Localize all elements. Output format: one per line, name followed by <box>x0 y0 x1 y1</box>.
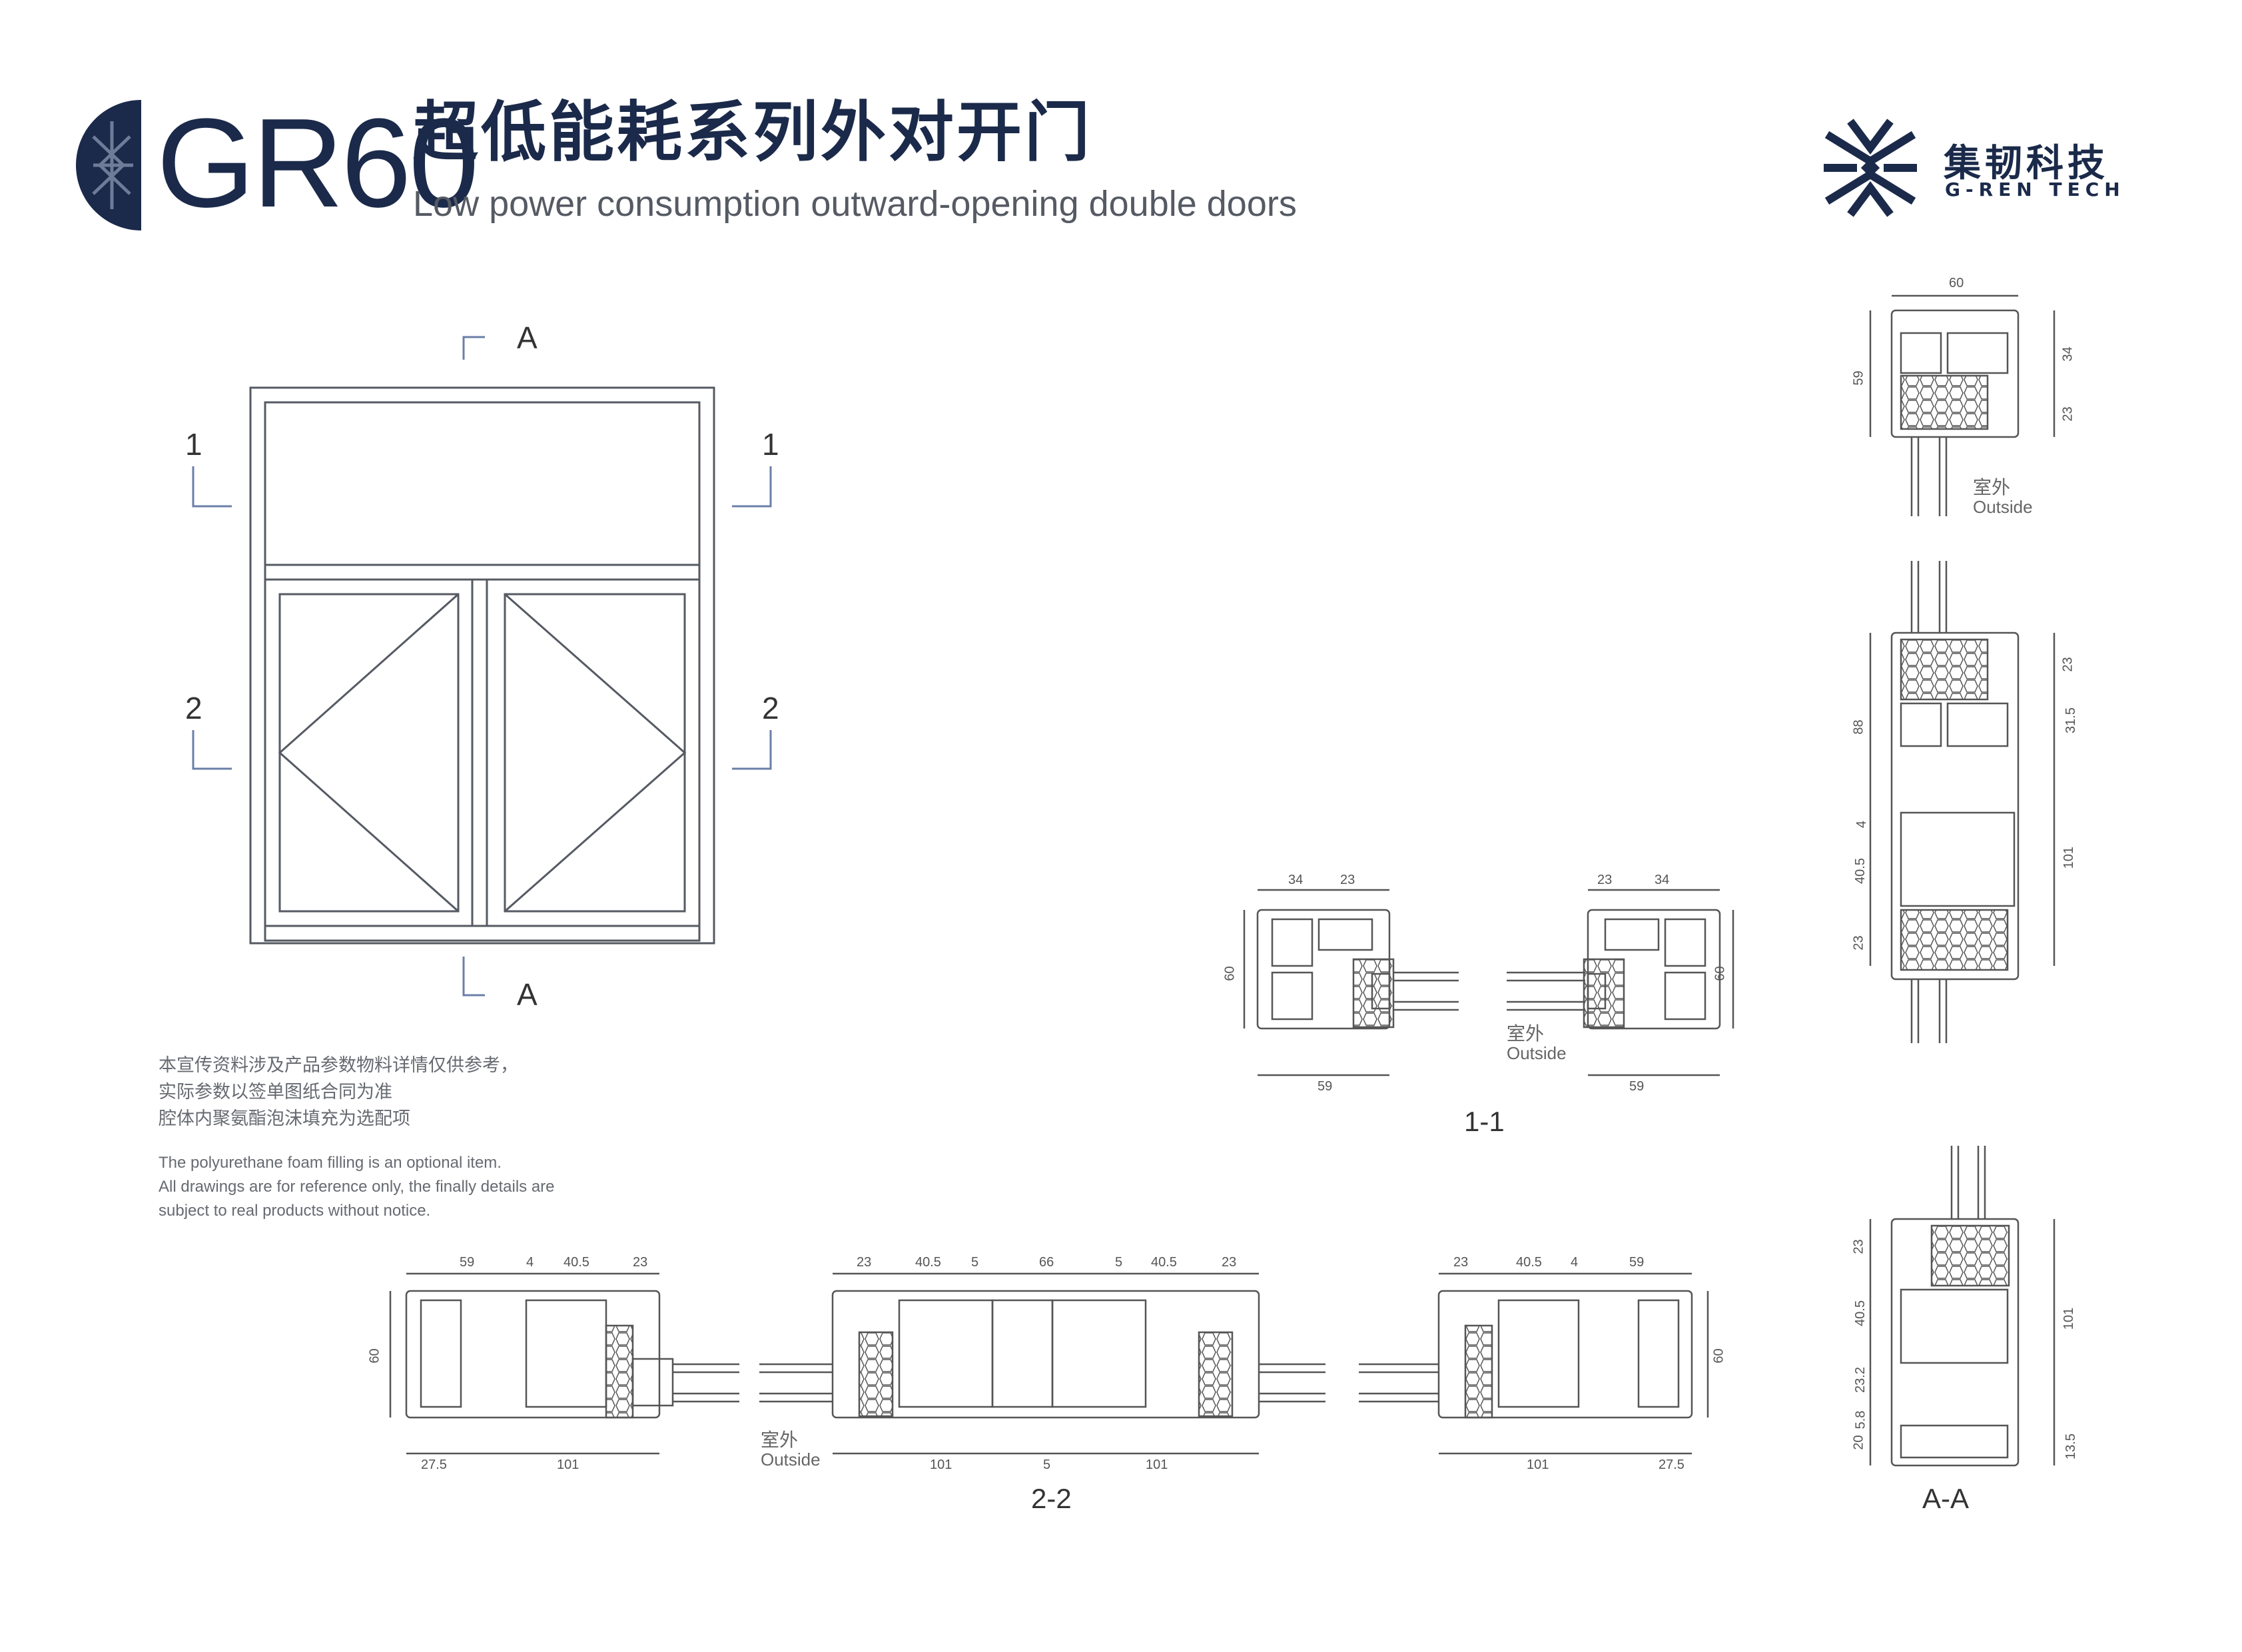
dim-2-2-r-w1: 101 <box>1527 1457 1549 1472</box>
title-cn: 超低能耗系列外对开门 <box>413 95 1093 171</box>
dim-a-a-bot-l4: 5.8 <box>1853 1410 1868 1430</box>
dim-2-2-m-w2: 5 <box>1043 1457 1051 1472</box>
dim-2-2-l-w2: 101 <box>557 1457 579 1472</box>
dim-1-1-l34: 34 <box>1288 873 1304 887</box>
dim-2-2-m-w3: 101 <box>1146 1457 1168 1472</box>
dim-a-a-mid-l2: 4 <box>1854 820 1870 829</box>
note-en-line: subject to real products without notice. <box>159 1202 431 1220</box>
dim-a-a-mid-r2: 31.5 <box>2063 707 2078 733</box>
dim-a-a-mid-l4: 23 <box>1851 935 1866 951</box>
dim-2-2-l-c: 40.5 <box>563 1255 589 1270</box>
dim-1-1-l59: 59 <box>1317 1079 1333 1094</box>
section-label-1-1: 1-1 <box>1464 1106 1505 1137</box>
dim-1-1-l60: 60 <box>1222 966 1238 981</box>
dim-2-2-r-h: 60 <box>1711 1348 1726 1364</box>
brand-name-cn: 集韧科技 <box>1944 142 2109 185</box>
dim-2-2-m-f: 40.5 <box>1151 1255 1177 1270</box>
dim-2-2-m-w1: 101 <box>930 1457 952 1472</box>
dim-a-a-top-w: 60 <box>1949 276 1964 290</box>
dim-a-a-bot-l1: 23 <box>1851 1239 1866 1254</box>
note-cn-line: 实际参数以签单图纸合同为准 <box>159 1082 392 1102</box>
dim-2-2-r-c: 4 <box>1571 1255 1579 1270</box>
section-mark-1-left: 1 <box>185 427 202 462</box>
dim-1-1-r60: 60 <box>1712 966 1728 981</box>
dim-1-1-r23: 23 <box>1597 873 1613 887</box>
dim-2-2-m-c: 5 <box>971 1255 979 1270</box>
dim-a-a-mid-r1: 23 <box>2060 657 2075 672</box>
dim-a-a-bot-l2: 40.5 <box>1852 1300 1868 1326</box>
note-cn-line: 本宣传资料涉及产品参数物料详情仅供参考， <box>159 1055 518 1076</box>
section-label-a-a: A-A <box>1922 1483 1970 1514</box>
brand-star-icon <box>1824 119 1917 217</box>
section-mark-2-right: 2 <box>762 691 779 725</box>
dim-1-1-l23: 23 <box>1340 873 1355 887</box>
title-en: Low power consumption outward-opening do… <box>413 184 1297 224</box>
dim-a-a-bot-r1: 101 <box>2061 1307 2077 1330</box>
dim-a-a-mid-l1: 88 <box>1851 719 1866 735</box>
dim-a-a-bot-l5: 20 <box>1851 1435 1866 1450</box>
dim-2-2-m-d: 66 <box>1039 1255 1054 1270</box>
note-en: The polyurethane foam filling is an opti… <box>159 1151 555 1223</box>
dim-2-2-m-e: 5 <box>1115 1255 1123 1270</box>
section-mark-2-left: 2 <box>185 691 202 725</box>
dim-1-1-r59: 59 <box>1629 1079 1645 1094</box>
outside-cn-a-a: 室外 <box>1973 477 2011 498</box>
model-code: GR60 <box>157 93 479 234</box>
dim-2-2-m-b: 40.5 <box>915 1255 941 1270</box>
outside-en-2-2: Outside <box>761 1449 821 1469</box>
dim-a-a-mid-r3: 101 <box>2061 846 2077 869</box>
dim-2-2-l-h: 60 <box>367 1348 382 1364</box>
dim-1-1-r34: 34 <box>1655 873 1670 887</box>
dim-2-2-m-g: 23 <box>1222 1255 1237 1270</box>
section-label-2-2: 2-2 <box>1031 1483 1072 1514</box>
dim-a-a-bot-r2: 13.5 <box>2063 1434 2078 1459</box>
outside-en-1-1: Outside <box>1507 1043 1567 1063</box>
dim-2-2-l-a: 59 <box>460 1255 475 1270</box>
dim-2-2-r-w2: 27.5 <box>1659 1457 1684 1472</box>
note-en-line: The polyurethane foam filling is an opti… <box>159 1154 502 1172</box>
outside-cn-2-2: 室外 <box>761 1430 799 1450</box>
outside-en-a-a: Outside <box>1973 497 2033 517</box>
section-mark-a-bottom: A <box>517 977 538 1012</box>
note-cn-line: 腔体内聚氨酯泡沫填充为选配项 <box>159 1108 410 1129</box>
note-en-line: All drawings are for reference only, the… <box>159 1178 555 1196</box>
dim-2-2-m-a: 23 <box>857 1255 872 1270</box>
dim-a-a-bot-l3: 23.2 <box>1852 1367 1868 1393</box>
dim-2-2-l-w1: 27.5 <box>421 1457 447 1472</box>
dim-2-2-l-b: 4 <box>526 1255 534 1270</box>
dim-a-a-top-r1: 34 <box>2060 346 2075 362</box>
header-logo-icon <box>76 100 141 230</box>
dim-2-2-r-d: 59 <box>1629 1255 1645 1270</box>
section-mark-1-right: 1 <box>762 427 779 462</box>
dim-2-2-r-b: 40.5 <box>1516 1255 1542 1270</box>
dim-2-2-r-a: 23 <box>1453 1255 1469 1270</box>
section-mark-a-top: A <box>517 320 538 355</box>
dim-a-a-top-r2: 23 <box>2060 406 2075 422</box>
dim-a-a-mid-l3: 40.5 <box>1852 858 1868 884</box>
dim-2-2-l-d: 23 <box>633 1255 648 1270</box>
note-cn: 本宣传资料涉及产品参数物料详情仅供参考， 实际参数以签单图纸合同为准 腔体内聚氨… <box>159 1052 518 1132</box>
outside-cn-1-1: 室外 <box>1507 1023 1545 1044</box>
dim-a-a-top-h: 59 <box>1851 370 1866 386</box>
brand-name-en: G-REN TECH <box>1945 179 2125 201</box>
